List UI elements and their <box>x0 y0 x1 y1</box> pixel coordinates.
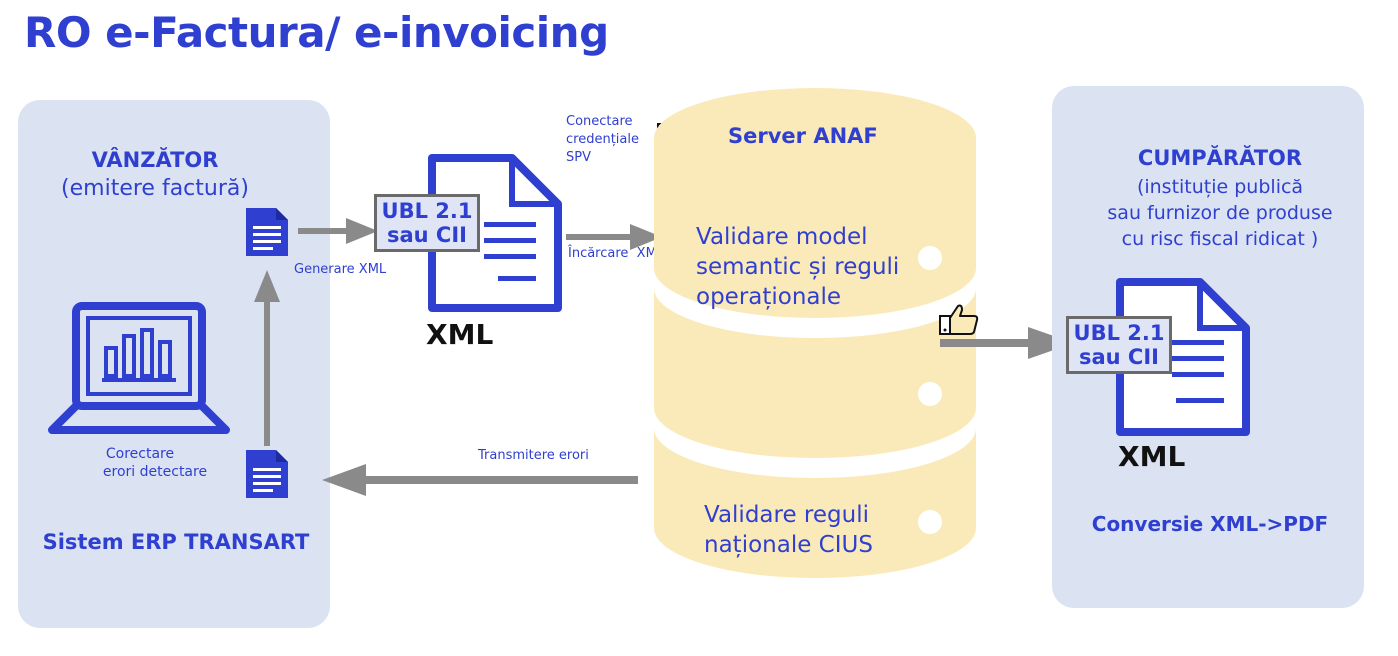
buyer-sub-line3: cu risc fiscal ridicat ) <box>1121 228 1319 250</box>
document-icon <box>246 208 288 256</box>
validation1-line2: semantic și reguli <box>696 254 900 280</box>
server-heading: Server ANAF <box>728 124 878 148</box>
generate-xml-label: Generare XML <box>294 262 387 277</box>
buyer-sub-line1: (instituție publică <box>1136 176 1304 198</box>
format-badge-left: UBL 2.1 sau CII <box>374 194 480 252</box>
credentials-label-line1: Conectare <box>566 114 633 129</box>
validation1-line1: Validare model <box>696 224 868 250</box>
correct-errors-label-line2: erori detectare <box>102 464 208 480</box>
xml-caption-right: XML <box>1118 440 1186 473</box>
format-badge-line1: UBL 2.1 <box>381 199 473 223</box>
correct-errors-label-line1: Corectare <box>105 446 175 462</box>
format-badge-line2: sau CII <box>1079 345 1159 369</box>
buyer-heading: CUMPĂRĂTOR <box>1137 146 1303 170</box>
credentials-label-line2: credențiale <box>566 132 639 147</box>
page-title: RO e-Factura/ e-invoicing <box>24 8 609 57</box>
format-badge-line2: sau CII <box>387 223 467 247</box>
validation1-line3: operaționale <box>696 284 842 310</box>
document-icon <box>246 450 288 498</box>
validation2-line2: naționale CIUS <box>704 532 873 558</box>
buyer-sub-line2: sau furnizor de produse <box>1107 202 1333 224</box>
format-badge-right: UBL 2.1 sau CII <box>1066 316 1172 374</box>
upload-arrow <box>566 224 662 250</box>
seller-panel <box>18 100 330 628</box>
thumbs-up-icon <box>939 304 979 335</box>
xml-caption-left: XML <box>426 318 494 351</box>
upload-xml-label: Încărcare XML <box>568 246 665 261</box>
transmit-errors-label: Transmitere erori <box>478 448 589 463</box>
format-badge-line1: UBL 2.1 <box>1073 321 1165 345</box>
arrow-to-buyer <box>940 327 1074 359</box>
upward-arrow <box>254 270 280 446</box>
credentials-label-line3: SPV <box>566 150 591 165</box>
laptop-chart-icon <box>48 302 230 434</box>
conversion-label: Conversie XML->PDF <box>1091 512 1329 536</box>
server-database-icon <box>654 88 976 578</box>
seller-subheading: (emitere factură) <box>61 176 249 201</box>
erp-system-label: Sistem ERP TRANSART <box>42 530 310 554</box>
seller-heading: VÂNZĂTOR <box>91 148 219 172</box>
validation2-line1: Validare reguli <box>704 502 869 528</box>
errors-return-arrow <box>322 464 638 496</box>
arrow-to-document <box>298 218 378 244</box>
